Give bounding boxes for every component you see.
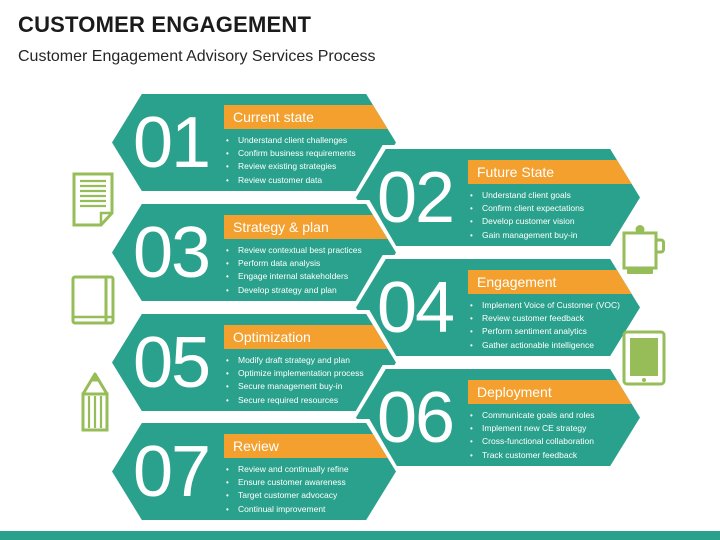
bullet-item: Secure required resources bbox=[225, 394, 394, 407]
bullet-item: Develop strategy and plan bbox=[225, 284, 394, 297]
step-01-hexagon: 01 Current state Understand client chall… bbox=[108, 90, 400, 195]
bullet-item: Ensure customer awareness bbox=[225, 476, 394, 489]
bullet-item: Secure management buy-in bbox=[225, 380, 394, 393]
step-bullets: Review contextual best practices Perform… bbox=[225, 244, 394, 297]
bullet-item: Gain management buy-in bbox=[469, 229, 638, 242]
step-number: 04 bbox=[376, 267, 455, 348]
step-label: Current state bbox=[224, 105, 396, 129]
step-label: Engagement bbox=[468, 270, 640, 294]
tablet-icon bbox=[621, 329, 667, 392]
bullet-item: Review contextual best practices bbox=[225, 244, 394, 257]
bullet-item: Implement Voice of Customer (VOC) bbox=[469, 299, 638, 312]
bullet-item: Review and continually refine bbox=[225, 463, 394, 476]
bullet-item: Optimize implementation process bbox=[225, 367, 394, 380]
mug-icon bbox=[620, 224, 666, 281]
bullet-item: Gather actionable intelligence bbox=[469, 339, 638, 352]
bullet-item: Track customer feedback bbox=[469, 449, 638, 462]
bullet-item: Cross-functional collaboration bbox=[469, 435, 638, 448]
bullet-item: Review existing strategies bbox=[225, 160, 394, 173]
bullet-item: Perform data analysis bbox=[225, 257, 394, 270]
bullet-item: Develop customer vision bbox=[469, 215, 638, 228]
bullet-item: Perform sentiment analytics bbox=[469, 325, 638, 338]
step-number: 03 bbox=[132, 212, 211, 293]
step-label: Strategy & plan bbox=[224, 215, 396, 239]
bullet-item: Communicate goals and roles bbox=[469, 409, 638, 422]
bullet-item: Target customer advocacy bbox=[225, 489, 394, 502]
footer-bar bbox=[0, 531, 720, 540]
bullet-item: Confirm client expectations bbox=[469, 202, 638, 215]
step-number: 05 bbox=[132, 322, 211, 403]
step-bullets: Review and continually refine Ensure cus… bbox=[225, 463, 394, 516]
document-icon bbox=[70, 171, 116, 234]
bullet-item: Confirm business requirements bbox=[225, 147, 394, 160]
step-number: 06 bbox=[376, 377, 455, 458]
step-bullets: Understand client challenges Confirm bus… bbox=[225, 134, 394, 187]
bullet-item: Review customer data bbox=[225, 174, 394, 187]
step-number: 02 bbox=[376, 157, 455, 238]
step-number: 07 bbox=[132, 431, 211, 512]
step-bullets: Implement Voice of Customer (VOC) Review… bbox=[469, 299, 638, 352]
bullet-item: Continual improvement bbox=[225, 503, 394, 516]
page-title: CUSTOMER ENGAGEMENT bbox=[18, 12, 312, 37]
step-05-hexagon: 05 Optimization Modify draft strategy an… bbox=[108, 310, 400, 415]
step-number: 01 bbox=[132, 102, 211, 183]
step-07-hexagon: 07 Review Review and continually refine … bbox=[108, 419, 400, 524]
book-icon bbox=[70, 275, 116, 330]
step-bullets: Modify draft strategy and plan Optimize … bbox=[225, 354, 394, 407]
step-label: Future State bbox=[468, 160, 640, 184]
step-bullets: Understand client goals Confirm client e… bbox=[469, 189, 638, 242]
step-label: Review bbox=[224, 434, 396, 458]
step-03-hexagon: 03 Strategy & plan Review contextual bes… bbox=[108, 200, 400, 305]
step-bullets: Communicate goals and roles Implement ne… bbox=[469, 409, 638, 462]
step-label: Optimization bbox=[224, 325, 396, 349]
bullet-item: Understand client challenges bbox=[225, 134, 394, 147]
bullet-item: Understand client goals bbox=[469, 189, 638, 202]
bullet-item: Engage internal stakeholders bbox=[225, 270, 394, 283]
page-subtitle: Customer Engagement Advisory Services Pr… bbox=[18, 48, 376, 65]
bullet-item: Modify draft strategy and plan bbox=[225, 354, 394, 367]
step-06-hexagon: 06 Deployment Communicate goals and role… bbox=[352, 365, 644, 470]
step-04-hexagon: 04 Engagement Implement Voice of Custome… bbox=[352, 255, 644, 360]
step-02-hexagon: 02 Future State Understand client goals … bbox=[352, 145, 644, 250]
pencil-icon bbox=[77, 371, 113, 438]
step-label: Deployment bbox=[468, 380, 640, 404]
bullet-item: Review customer feedback bbox=[469, 312, 638, 325]
bullet-item: Implement new CE strategy bbox=[469, 422, 638, 435]
